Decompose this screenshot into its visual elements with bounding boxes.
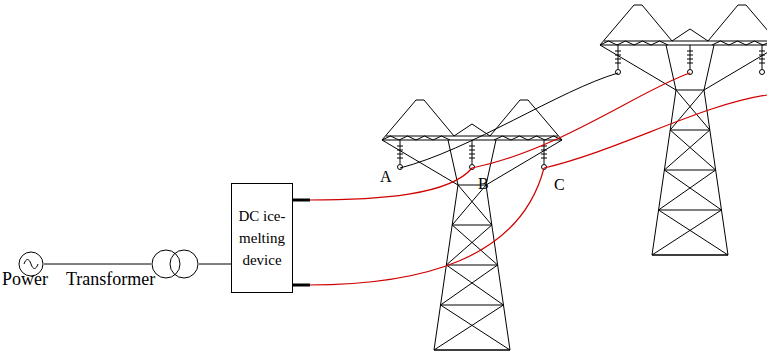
feed-wire bbox=[308, 168, 472, 200]
connector bbox=[44, 264, 151, 265]
line-conductor bbox=[544, 95, 767, 168]
phase-label: C bbox=[554, 176, 565, 194]
line-conductor bbox=[472, 73, 690, 168]
phase-label: A bbox=[380, 168, 392, 186]
ac-source: Power bbox=[2, 248, 48, 289]
symbol-label: Power bbox=[2, 248, 48, 289]
connector bbox=[199, 264, 231, 265]
transmission-tower bbox=[382, 100, 562, 350]
transformer: Transformer bbox=[66, 248, 155, 289]
process-box: DC ice- melting device bbox=[231, 183, 293, 293]
feed-wire bbox=[308, 168, 544, 285]
terminal bbox=[293, 284, 310, 287]
box-label: DC ice- melting device bbox=[235, 205, 289, 271]
transmission-tower bbox=[600, 5, 767, 255]
terminal bbox=[293, 199, 310, 202]
line-conductor bbox=[400, 73, 618, 168]
symbol-label: Transformer bbox=[66, 248, 155, 289]
phase-label: B bbox=[478, 175, 489, 193]
transformer-symbol bbox=[151, 249, 199, 279]
